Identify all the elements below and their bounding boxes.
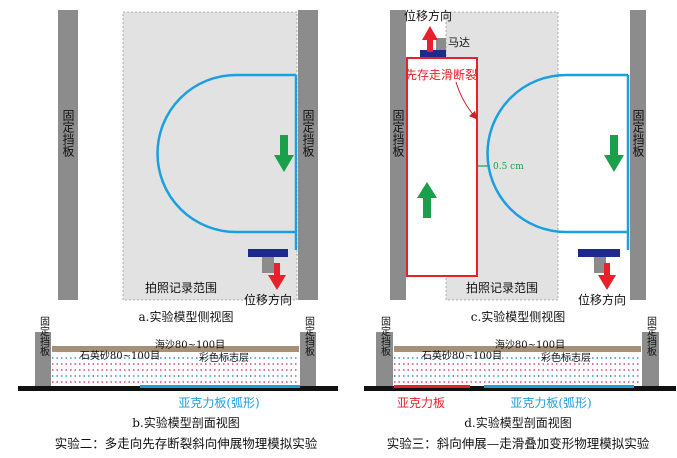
motor-box-bottom-c xyxy=(594,257,606,273)
color-layer-label-d: 彩色标志层 xyxy=(541,351,591,364)
base-bar-b xyxy=(18,386,338,391)
photo-range-label-a: 拍照记录范围 xyxy=(145,280,217,295)
caption-c: c.实验模型侧视图 xyxy=(471,309,566,324)
displacement-label-a: 位移方向 xyxy=(244,292,292,307)
fixed-board-label-right-b: 固定挡板 xyxy=(303,316,315,357)
fixed-board-right-c xyxy=(630,10,646,300)
displacement-label-c: 位移方向 xyxy=(578,292,626,307)
fixed-board-right-b xyxy=(300,332,316,386)
navy-plate-top-c xyxy=(420,50,446,57)
acrylic-arc-c xyxy=(486,73,628,234)
title-exp2: 实验二：多走向先存断裂斜向伸展物理模拟实验 xyxy=(55,436,318,451)
quartz-sand-label-b: 石英砂80~100目 xyxy=(80,349,160,362)
motor-box-c xyxy=(436,38,446,50)
fixed-board-label-right-c: 固定挡板 xyxy=(631,109,645,158)
acrylic-label-d: 亚克力板 xyxy=(397,396,445,410)
panel-d-section-view: 固定挡板 固定挡板 海沙80~100目 石英砂80~100目 彩色标志层 亚克力… xyxy=(364,316,676,410)
sea-sand-label-b: 海沙80~100目 xyxy=(155,338,225,351)
fixed-board-right-a xyxy=(298,10,318,300)
fixed-board-left-d xyxy=(376,332,393,386)
quartz-sand-label-d: 石英砂80~100目 xyxy=(422,349,502,362)
fixed-board-left-b xyxy=(35,332,51,386)
navy-plate-c xyxy=(578,249,620,257)
color-layer-label-b: 彩色标志层 xyxy=(199,351,249,364)
motor-box-a xyxy=(262,257,274,273)
fixed-board-left-a xyxy=(58,10,78,300)
sea-sand-label-d: 海沙80~100目 xyxy=(495,338,565,351)
panel-a-side-view: 固定挡板 固定挡板 拍照记录范围 位移方向 xyxy=(58,10,318,307)
fixed-board-label-right-a: 固定挡板 xyxy=(301,109,315,158)
fixed-board-label-left-a: 固定挡板 xyxy=(61,109,75,158)
sea-sand-layer-d xyxy=(394,346,641,352)
motor-label-c: 马达 xyxy=(448,36,470,49)
caption-a: a.实验模型侧视图 xyxy=(139,309,234,324)
acrylic-arc-label-b: 亚克力板(弧形) xyxy=(178,396,259,410)
pre-fault-pointer xyxy=(455,81,478,120)
title-exp3: 实验三：斜向伸展—走滑叠加变形物理模拟实验 xyxy=(387,436,650,451)
green-arrow-down-a xyxy=(274,135,294,172)
red-arrow-down-a xyxy=(268,263,286,290)
navy-plate-a xyxy=(248,249,288,257)
acrylic-red-strip-d xyxy=(394,385,470,388)
fixed-board-right-d xyxy=(642,332,659,386)
panel-b-section-view: 固定挡板 固定挡板 海沙80~100目 石英砂80~100目 彩色标志层 亚克力… xyxy=(18,316,338,410)
base-bar-d xyxy=(364,386,676,391)
acrylic-arc-a xyxy=(156,73,296,234)
green-arrow-up-c xyxy=(417,182,437,218)
pre-fault-label-c: 先存走滑断裂 xyxy=(405,67,477,82)
acrylic-arc-strip-d xyxy=(484,385,634,388)
acrylic-arc-strip-b xyxy=(140,385,300,388)
fixed-board-label-left-d: 固定挡板 xyxy=(379,316,391,357)
fixed-board-label-right-d: 固定挡板 xyxy=(645,316,657,357)
pre-fault-block-c xyxy=(406,57,478,277)
panel-c-side-view: 固定挡板 固定挡板 先存走滑断裂 马达 位移方向 0.5 cm 拍照记录范围 位… xyxy=(390,8,646,307)
photo-range-label-c: 拍照记录范围 xyxy=(466,280,538,295)
fixed-board-label-left-c: 固定挡板 xyxy=(391,109,405,158)
caption-b: b.实验模型剖面视图 xyxy=(132,415,240,430)
green-arrow-down-c xyxy=(604,135,624,172)
fixed-board-label-left-b: 固定挡板 xyxy=(38,316,50,357)
fixed-board-left-c xyxy=(390,10,406,300)
sea-sand-layer-b xyxy=(52,346,299,352)
caption-d: d.实验模型剖面视图 xyxy=(464,415,572,430)
red-arrow-down-c xyxy=(598,263,616,290)
acrylic-arc-label-d: 亚克力板(弧形) xyxy=(510,396,591,410)
red-arrow-up-c xyxy=(422,26,438,52)
displacement-label-top-c: 位移方向 xyxy=(404,8,452,23)
gap-label-c: 0.5 cm xyxy=(493,162,524,172)
